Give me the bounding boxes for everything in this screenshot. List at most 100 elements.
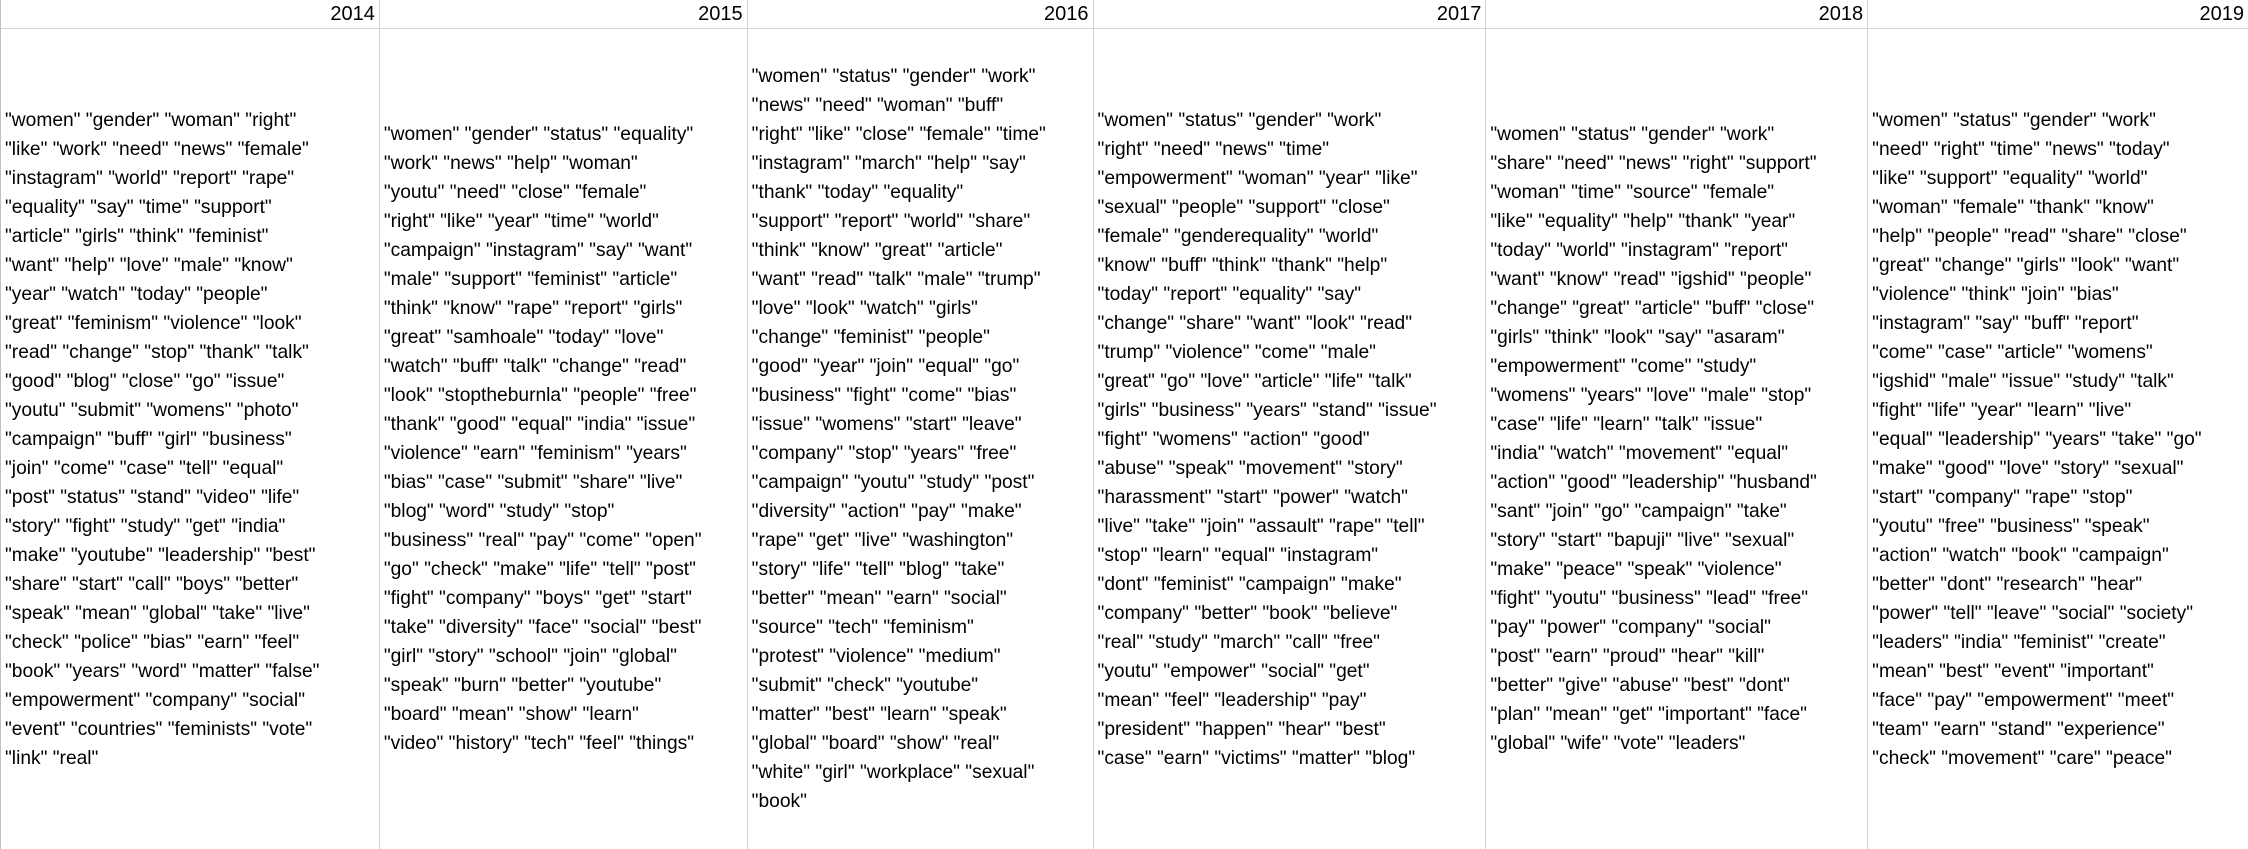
keyword-line: "empowerment" "come" "study" bbox=[1490, 356, 1757, 377]
keyword-line: "article" "girls" "think" "feminist" bbox=[5, 225, 269, 247]
keyword-line: "business" "real" "pay" "come" "open" bbox=[383, 530, 702, 551]
keyword-line: "power" "tell" "leave" "social" "society… bbox=[1872, 602, 2194, 624]
keyword-line: "instagram" "world" "report" "rape" bbox=[5, 167, 295, 189]
keyword-line: "action" "watch" "book" "campaign" bbox=[1872, 544, 2169, 566]
keyword-line: "instagram" "say" "buff" "report" bbox=[1872, 312, 2139, 334]
keyword-line: "video" "history" "tech" "feel" "things" bbox=[383, 733, 695, 754]
keyword-line: "book" "years" "word" "matter" "false" bbox=[5, 660, 320, 682]
keyword-line: "sant" "join" "go" "campaign" "take" bbox=[1490, 501, 1787, 522]
keyword-line: "girl" "story" "school" "join" "global" bbox=[383, 646, 677, 667]
keyword-line: "male" "support" "feminist" "article" bbox=[383, 269, 678, 290]
keyword-line: "right" "like" "close" "female" "time" bbox=[751, 124, 1046, 145]
keyword-line: "support" "report" "world" "share" bbox=[751, 211, 1031, 232]
keyword-line: "company" "stop" "years" "free" bbox=[751, 443, 1017, 464]
keyword-line: "global" "board" "show" "real" bbox=[751, 733, 1000, 754]
keyword-line: "women" "gender" "woman" "right" bbox=[5, 109, 297, 131]
keyword-line: "change" "feminist" "people" bbox=[751, 327, 990, 348]
keyword-line: "change" "great" "article" "buff" "close… bbox=[1490, 298, 1815, 319]
keyword-line: "work" "news" "help" "woman" bbox=[383, 153, 638, 174]
keyword-line: "event" "countries" "feminists" "vote" bbox=[5, 718, 313, 740]
keyword-line: "right" "like" "year" "time" "world" bbox=[383, 211, 659, 232]
keyword-line: "womens" "years" "love" "male" "stop" bbox=[1490, 385, 1812, 406]
keyword-line: "fight" "womens" "action" "good" bbox=[1097, 428, 1370, 450]
keyword-line: "good" "year" "join" "equal" "go" bbox=[751, 356, 1020, 377]
keyword-line: "better" "give" "abuse" "best" "dont" bbox=[1490, 675, 1790, 696]
keyword-line: "empowerment" "company" "social" bbox=[5, 689, 306, 711]
keywords-cell-2019[interactable]: "women" "status" "gender" "work""need" "… bbox=[1868, 29, 2248, 849]
keyword-line: "book" bbox=[751, 791, 807, 812]
keyword-line: "igshid" "male" "issue" "study" "talk" bbox=[1872, 370, 2174, 392]
keyword-line: "good" "blog" "close" "go" "issue" bbox=[5, 370, 285, 392]
keyword-line: "live" "take" "join" "assault" "rape" "t… bbox=[1097, 515, 1425, 537]
keyword-line: "submit" "check" "youtube" bbox=[751, 675, 979, 696]
keywords-cell-2014[interactable]: "women" "gender" "woman" "right""like" "… bbox=[1, 29, 380, 849]
keyword-line: "watch" "buff" "talk" "change" "read" bbox=[383, 356, 687, 377]
keyword-line: "equality" "say" "time" "support" bbox=[5, 196, 272, 218]
keyword-line: "love" "look" "watch" "girls" bbox=[751, 298, 978, 319]
keyword-line: "equal" "leadership" "years" "take" "go" bbox=[1872, 428, 2202, 450]
keyword-line: "harassment" "start" "power" "watch" bbox=[1097, 486, 1408, 508]
keyword-line: "share" "need" "news" "right" "support" bbox=[1490, 153, 1817, 174]
year-header-2019[interactable]: 2019 bbox=[2199, 3, 2245, 25]
keyword-line: "protest" "violence" "medium" bbox=[751, 646, 1001, 667]
keyword-line: "violence" "earn" "feminism" "years" bbox=[383, 443, 687, 464]
keyword-line: "diversity" "action" "pay" "make" bbox=[751, 501, 1022, 522]
keyword-line: "white" "girl" "workplace" "sexual" bbox=[751, 762, 1035, 783]
keyword-line: "instagram" "march" "help" "say" bbox=[751, 153, 1026, 174]
keyword-line: "better" "dont" "research" "hear" bbox=[1872, 573, 2143, 595]
keyword-line: "like" "equality" "help" "thank" "year" bbox=[1490, 211, 1796, 232]
keyword-line: "youtu" "need" "close" "female" bbox=[383, 182, 647, 203]
year-header-2015[interactable]: 2015 bbox=[380, 0, 748, 28]
keyword-line: "speak" "mean" "global" "take" "live" bbox=[5, 602, 310, 624]
keyword-line: "bias" "case" "submit" "share" "live" bbox=[383, 472, 683, 493]
keyword-line: "rape" "get" "live" "washington" bbox=[751, 530, 1014, 551]
keywords-cell-2017[interactable]: "women" "status" "gender" "work" "right" … bbox=[1094, 29, 1487, 849]
year-header-2018[interactable]: 2018 bbox=[1486, 0, 1869, 28]
keywords-cell-2015[interactable]: "women" "gender" "status" "equality""wor… bbox=[380, 29, 748, 849]
year-header-2016[interactable]: 2016 bbox=[748, 0, 1094, 28]
keyword-line: "trump" "violence" "come" "male" bbox=[1097, 341, 1376, 363]
keyword-line: "leaders" "india" "feminist" "create" bbox=[1872, 631, 2166, 653]
keyword-line: "action" "good" "leadership" "husband" bbox=[1490, 472, 1817, 493]
keyword-line: "help" "people" "read" "share" "close" bbox=[1872, 225, 2187, 247]
keyword-line: "campaign" "youtu" "study" "post" bbox=[751, 472, 1035, 493]
keyword-line: "female" "genderequality" "world" bbox=[1097, 225, 1379, 247]
keyword-line: "look" "stoptheburnla" "people" "free" bbox=[383, 385, 697, 406]
keywords-cell-2016[interactable]: "women" "status" "gender" "work""news" "… bbox=[748, 29, 1094, 849]
keyword-line: "link" "real" bbox=[5, 747, 99, 769]
keyword-line: "women" "status" "gender" "work" bbox=[751, 66, 1036, 87]
keyword-line: "campaign" "instagram" "say" "want" bbox=[383, 240, 693, 261]
keyword-line: "source" "tech" "feminism" bbox=[751, 617, 974, 638]
year-header-2017[interactable]: 2017 bbox=[1094, 0, 1487, 28]
keyword-line: "woman" "female" "thank" "know" bbox=[1872, 196, 2154, 218]
keyword-line: "plan" "mean" "get" "important" "face" bbox=[1490, 704, 1807, 725]
keyword-line: "face" "pay" "empowerment" "meet" bbox=[1872, 689, 2175, 711]
keywords-text-2014: "women" "gender" "woman" "right""like" "… bbox=[1, 106, 323, 773]
keyword-line: "like" "support" "equality" "world" bbox=[1872, 167, 2148, 189]
keyword-line: "great" "go" "love" "article" "life" "ta… bbox=[1097, 370, 1412, 392]
keyword-line: "global" "wife" "vote" "leaders" bbox=[1490, 733, 1746, 754]
keyword-line: "great" "samhoale" "today" "love" bbox=[383, 327, 664, 348]
keyword-line: "youtu" "empower" "social" "get" bbox=[1097, 660, 1370, 682]
keyword-line: "women" "status" "gender" "work" bbox=[1490, 124, 1775, 145]
header-row: 2014 2015 2016 2017 2018 2019 bbox=[1, 0, 2248, 29]
keyword-line: "want" "know" "read" "igshid" "people" bbox=[1490, 269, 1812, 290]
keyword-line: "right" "need" "news" "time" bbox=[1097, 138, 1330, 160]
keyword-line: "think" "know" "great" "article" bbox=[751, 240, 1003, 261]
keyword-line: "great" "change" "girls" "look" "want" bbox=[1872, 254, 2180, 276]
year-header-2014[interactable]: 2014 bbox=[1, 0, 380, 28]
keyword-line: "mean" "feel" "leadership" "pay" bbox=[1097, 689, 1367, 711]
keyword-line: "matter" "best" "learn" "speak" bbox=[751, 704, 1007, 725]
keyword-line: "check" "police" "bias" "earn" "feel" bbox=[5, 631, 300, 653]
keyword-line: "speak" "burn" "better" "youtube" bbox=[383, 675, 662, 696]
keywords-text-2019: "women" "status" "gender" "work""need" "… bbox=[1868, 106, 2205, 773]
keyword-line: "post" "status" "stand" "video" "life" bbox=[5, 486, 300, 508]
keywords-cell-2018[interactable]: "women" "status" "gender" "work" "share" … bbox=[1486, 29, 1869, 849]
keyword-line: "make" "youtube" "leadership" "best" bbox=[5, 544, 316, 566]
keyword-line: "team" "earn" "stand" "experience" bbox=[1872, 718, 2165, 740]
keyword-line: "take" "diversity" "face" "social" "best… bbox=[383, 617, 702, 638]
keyword-line: "know" "buff" "think" "thank" "help" bbox=[1097, 254, 1388, 276]
keyword-line: "women" "status" "gender" "work" bbox=[1097, 109, 1382, 131]
keyword-line: "case" "life" "learn" "talk" "issue" bbox=[1490, 414, 1763, 435]
keywords-text-2017: "women" "status" "gender" "work" "right" … bbox=[1094, 106, 1441, 773]
